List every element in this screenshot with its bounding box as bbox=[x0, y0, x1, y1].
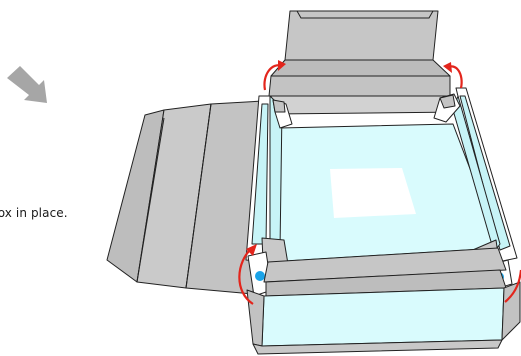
box-back-flap bbox=[269, 11, 462, 114]
box-front-wall bbox=[247, 248, 520, 354]
floor-label-area bbox=[330, 168, 416, 218]
blue-dot-left bbox=[255, 271, 265, 281]
lid-flap-panels bbox=[107, 101, 263, 294]
diagonal-down-right-arrow-icon bbox=[7, 66, 47, 103]
